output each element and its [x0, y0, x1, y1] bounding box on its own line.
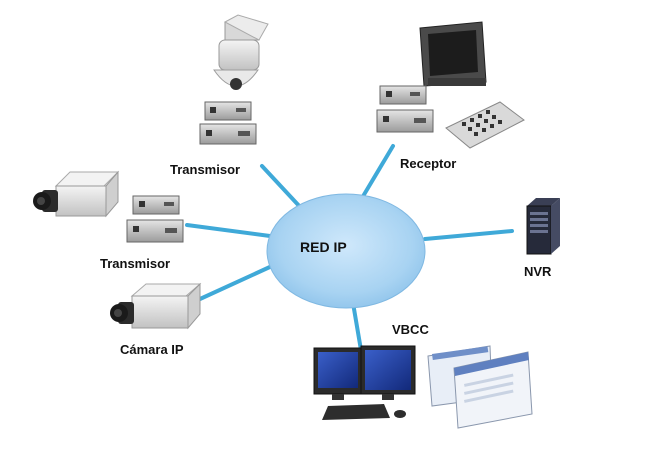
label-nvr: NVR [524, 264, 552, 279]
label-transmisor-top: Transmisor [170, 162, 241, 177]
link-nvr [423, 229, 514, 241]
link-receptor [360, 144, 395, 200]
label-transmisor-left: Transmisor [100, 256, 171, 271]
label-camara-ip: Cámara IP [120, 342, 184, 357]
link-transmisor-top [260, 164, 304, 211]
encoder-box-icon [126, 195, 184, 243]
encoder-box-icon [199, 101, 257, 145]
encoder-box-icon [376, 85, 434, 133]
label-vbcc: VBCC [392, 322, 429, 337]
connection-lines [185, 144, 514, 358]
software-window-icon [427, 345, 533, 429]
link-camara [198, 264, 274, 301]
red-ip-cloud [266, 193, 426, 309]
workstation-icon [313, 345, 416, 420]
keyboard-controller-icon [445, 101, 525, 149]
crt-monitor-icon [419, 21, 487, 87]
dome-camera-icon [213, 14, 269, 90]
label-receptor: Receptor [400, 156, 457, 171]
center-label: RED IP [300, 239, 347, 255]
box-camera-icon [33, 170, 120, 218]
link-transmisor-left [185, 223, 272, 238]
box-camera-icon [110, 282, 202, 330]
server-tower-icon [526, 198, 560, 255]
